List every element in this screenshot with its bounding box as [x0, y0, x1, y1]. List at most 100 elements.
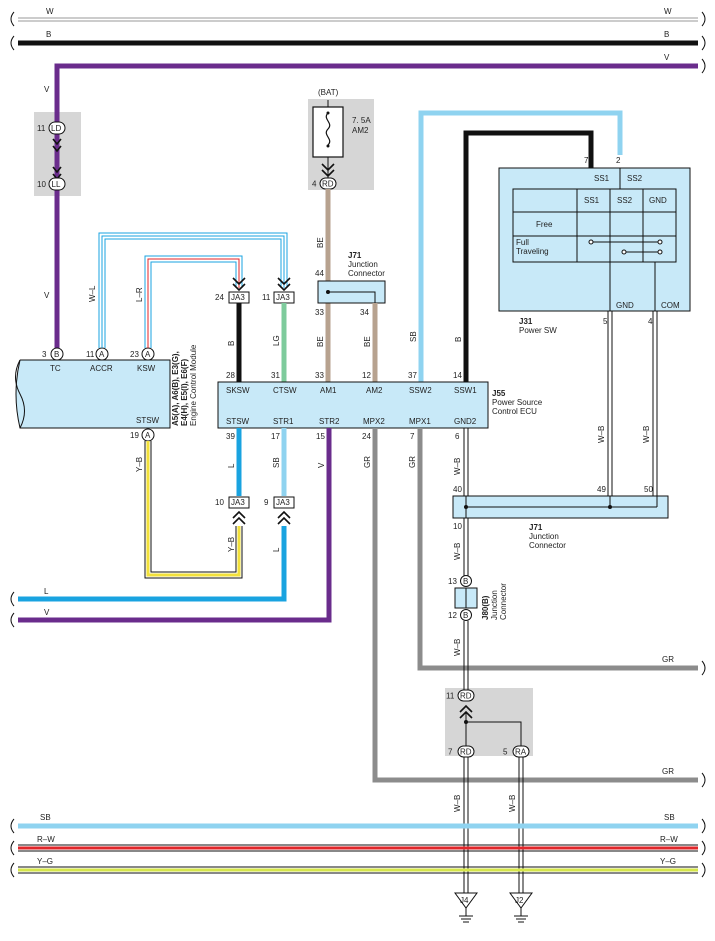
- connector-ra5: RA 5: [503, 745, 530, 758]
- ecu-bottom-0: STSW: [226, 417, 250, 426]
- wire-wb-j71-j80: W–B: [453, 518, 469, 576]
- wire-label-v-top: V: [44, 85, 50, 94]
- wire-wl: W–L: [88, 232, 288, 348]
- j71-upper-name2: Connector: [348, 269, 385, 278]
- wire-yb: Y–B Y–B: [135, 441, 243, 579]
- svg-text:33: 33: [315, 308, 324, 317]
- svg-text:44: 44: [315, 269, 324, 278]
- ecm-name: Engine Control Module: [189, 344, 198, 426]
- wire-label-b-ssw1: B: [454, 337, 463, 342]
- ps-ss1: SS1: [594, 174, 610, 183]
- bus-gr2-label: GR: [662, 767, 674, 776]
- svg-text:4: 4: [648, 317, 653, 326]
- ecu-top-5: SSW1: [454, 386, 477, 395]
- bus-b-label-left: B: [46, 30, 51, 39]
- bus-sb-label-left: SB: [40, 813, 51, 822]
- connector-b3: B 3: [42, 347, 64, 361]
- svg-text:JA3: JA3: [276, 498, 290, 507]
- bus-gr2: GR GR: [363, 428, 706, 788]
- bus-b-label-right: B: [664, 30, 669, 39]
- bus-v: V: [54, 53, 706, 130]
- ecu-bottom-3: MPX2: [363, 417, 385, 426]
- wire-label-lr: L–R: [135, 287, 144, 302]
- junction-j80: B 13 B 12 J80(B) Junction Connector: [448, 575, 508, 621]
- wire-label-yb: Y–B: [135, 457, 144, 472]
- ecu-bottom-1: STR1: [273, 417, 294, 426]
- svg-text:RA: RA: [515, 748, 527, 757]
- bus-rw: R–W R–W: [10, 835, 706, 856]
- ecm-pin-tc: TC: [50, 364, 61, 373]
- bus-v-low-label: V: [44, 608, 50, 617]
- wire-label-wb-j80: W–B: [453, 639, 462, 656]
- wire-label-wb-j2: W–B: [508, 795, 517, 812]
- bus-rw-label-right: R–W: [660, 835, 678, 844]
- svg-text:LL: LL: [52, 180, 61, 189]
- svg-text:2: 2: [616, 156, 621, 165]
- ground-j2: J2: [509, 892, 533, 923]
- wire-label-l-stsw: L: [227, 463, 236, 468]
- ps-ss2: SS2: [627, 174, 643, 183]
- connector-rd7: RD 7: [448, 745, 475, 758]
- connector-a11: A 11: [86, 347, 109, 361]
- wire-label-wb-j4: W–B: [453, 795, 462, 812]
- wire-lr: L–R: [135, 255, 243, 348]
- bus-gr1: GR GR: [408, 428, 706, 676]
- svg-text:23: 23: [130, 350, 139, 359]
- ecu-bottom-4: MPX1: [409, 417, 431, 426]
- svg-text:7: 7: [584, 156, 589, 165]
- svg-text:14: 14: [453, 371, 462, 380]
- ecu-top-1: CTSW: [273, 386, 297, 395]
- bus-sb: SB SB: [10, 813, 706, 834]
- ecm-pin-ksw: KSW: [137, 364, 156, 373]
- svg-text:J2: J2: [515, 896, 524, 905]
- junction-j71-upper: J71 Junction Connector 44 33 34: [315, 251, 386, 317]
- svg-text:9: 9: [264, 498, 269, 507]
- ecm-pin-accr: ACCR: [90, 364, 113, 373]
- ecm-pin-stsw: STSW: [136, 416, 160, 425]
- svg-text:34: 34: [360, 308, 369, 317]
- svg-text:33: 33: [315, 371, 324, 380]
- fuse-bat-label: (BAT): [318, 88, 339, 97]
- svg-text:LD: LD: [51, 124, 61, 133]
- wire-label-v-mid: V: [44, 291, 50, 300]
- fuse-name: AM2: [352, 126, 369, 135]
- j80-code: J80(B): [481, 595, 490, 620]
- svg-text:10: 10: [37, 180, 46, 189]
- bus-w: W W: [10, 7, 706, 27]
- wire-label-be2: BE: [316, 336, 325, 347]
- svg-text:5: 5: [503, 748, 508, 757]
- svg-text:19: 19: [130, 431, 139, 440]
- wire-label-wb-gnd: W–B: [597, 426, 606, 443]
- svg-text:12: 12: [362, 371, 371, 380]
- wire-sb-ssw2: [418, 110, 623, 382]
- j71-upper-code: J71: [348, 251, 362, 260]
- svg-text:A: A: [99, 350, 105, 359]
- svg-text:RD: RD: [322, 180, 334, 189]
- connector-a23: A 23: [130, 347, 155, 361]
- svg-text:J4: J4: [460, 896, 469, 905]
- connector-ll: LL 10: [37, 166, 66, 191]
- wire-label-wl: W–L: [88, 285, 97, 302]
- bus-w-label-right: W: [664, 7, 672, 16]
- ecu-code: J55: [492, 389, 506, 398]
- svg-text:12: 12: [448, 611, 457, 620]
- ecu-top-3: AM2: [366, 386, 383, 395]
- svg-text:3: 3: [42, 350, 47, 359]
- fuse-am2: (BAT) 7. 5A AM2: [312, 88, 371, 178]
- bus-rw-label-left: R–W: [37, 835, 55, 844]
- svg-text:RD: RD: [460, 748, 472, 757]
- svg-text:39: 39: [226, 432, 235, 441]
- svg-text:24: 24: [215, 293, 224, 302]
- bus-b: B B: [10, 30, 706, 51]
- bus-l: L L: [10, 526, 287, 607]
- bus-v-label: V: [664, 53, 670, 62]
- svg-text:7: 7: [448, 748, 453, 757]
- connector-ja3-11: JA3 11: [262, 277, 295, 304]
- ecm-codes-2: E4(H), E5(I), E6(F): [180, 359, 189, 426]
- j71-lower-name1: Junction: [529, 532, 559, 541]
- ps-head-ss2: SS2: [617, 196, 633, 205]
- svg-text:37: 37: [408, 371, 417, 380]
- svg-text:JA3: JA3: [231, 498, 245, 507]
- j71-lower-code: J71: [529, 523, 543, 532]
